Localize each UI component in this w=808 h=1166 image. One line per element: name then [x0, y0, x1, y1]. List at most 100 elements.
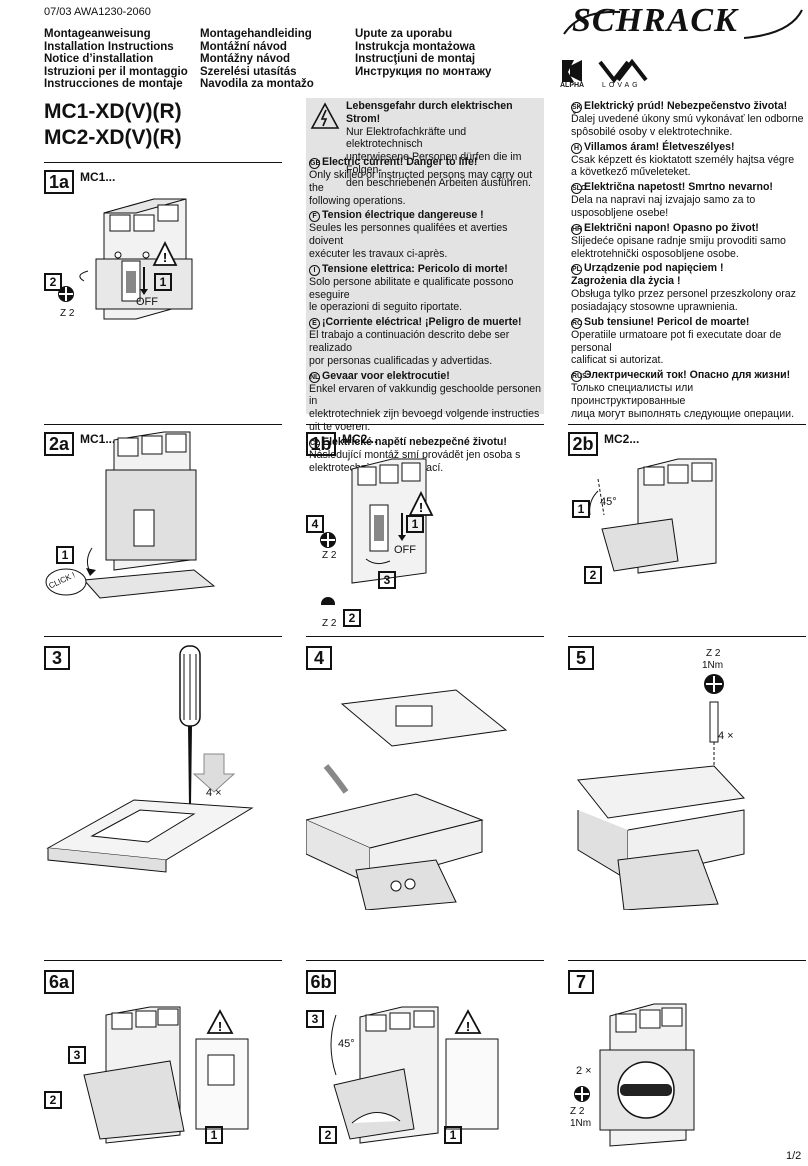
country-code-icon: RUS [571, 371, 587, 383]
step-3-badge: 3 [44, 646, 70, 670]
title-column-3: Upute za uporabu Instrukcja montażowa In… [355, 28, 491, 78]
step-2b-label: MC2... [604, 432, 640, 446]
warning-title: Villamos áram! Életveszélyes! [584, 140, 735, 153]
callout-2: 2 [44, 273, 62, 291]
warning-line: лица могут выполнять следующие операции. [571, 407, 795, 420]
callout-3: 3 [68, 1046, 86, 1064]
section-divider [306, 960, 544, 961]
svg-text:!: ! [218, 1019, 222, 1034]
warning-line: Ďalej uvedené úkony smú vykonávať len od… [571, 113, 804, 125]
callout-1: 1 [406, 515, 424, 533]
title-sk: Montážny návod [200, 53, 291, 66]
step-6b-badge: 6b [306, 970, 336, 994]
z2-label: Z 2 [322, 618, 337, 629]
document-reference: 07/03 AWA1230-2060 [44, 6, 151, 18]
country-code-icon: CZ [309, 437, 320, 449]
screwdriver-plate-figure [46, 645, 254, 873]
svg-text:!: ! [419, 500, 423, 515]
warning-line: Solo persone abilitate e qualificate pos… [309, 275, 514, 301]
warning-title: Tensione elettrica: Pericolo di morte! [322, 262, 508, 275]
title-ro: Instrucţiuni de montaj [355, 53, 476, 66]
warning-title: Elektrický prúd! Nebezpečenstvo života! [584, 100, 788, 112]
callout-1: 1 [572, 500, 590, 518]
warning-line: Only skilled or instructed persons may c… [309, 169, 533, 194]
callout-1: 1 [444, 1126, 462, 1144]
warning-line: following operations. [309, 194, 406, 207]
step-1a-badge: 1a [44, 170, 74, 194]
country-code-icon: RO [571, 317, 583, 329]
country-code-icon: I [309, 264, 320, 276]
warning-slo: SLOElektrična napetost! Smrtno nevarno! … [571, 181, 805, 220]
page-number: 1/2 [786, 1150, 802, 1162]
warning-line: spôsobilé osoby v elektrotechnike. [571, 125, 733, 138]
breaker-mc2-off-figure: ! [320, 458, 434, 605]
warning-title: ¡Corriente eléctrica! ¡Peligro de muerte… [322, 316, 522, 329]
warning-de-line: unterwiesene Personen dürfen die im Folg… [346, 151, 522, 176]
callout-1: 1 [205, 1126, 223, 1144]
warning-line: Slijedeće opisane radnje smiju provoditi… [571, 234, 786, 247]
country-code-icon: HR [571, 223, 583, 235]
alpha-label: ALPHA [560, 82, 585, 89]
warning-line: Obsługa tylko przez personel przeszkolon… [571, 288, 796, 301]
callout-3: 3 [378, 571, 396, 589]
breaker-mc2-cover-45deg-figure [589, 458, 717, 574]
model-mc1: MC1-XD(V)(R) [44, 100, 182, 123]
title-nl: Montagehandleiding [200, 28, 312, 40]
breaker-mc1-cover-open-figure [45, 431, 216, 599]
step-5-badge: 5 [568, 646, 594, 670]
times-label: 4 × [206, 787, 222, 799]
title-slo: Navodila za montažo [200, 78, 314, 91]
step-1b-label: MC2... [342, 432, 378, 446]
title-en: Installation Instructions [44, 40, 174, 53]
warning-line: Dela na napravi naj izvajajo samo za to [571, 194, 756, 207]
country-code-icon: GB [309, 158, 321, 169]
brand-name: SCHRACK [572, 2, 738, 39]
torque-label: 1Nm [570, 1118, 592, 1129]
section-divider [44, 636, 282, 637]
certification-logos: ALPHA LOVAG [560, 58, 680, 92]
warning-ru: RUSЭлектрический ток! Опасно для жизни! … [571, 369, 805, 420]
callout-2: 2 [343, 609, 361, 627]
warning-line: elektrotechniek zijn bevoegd volgende in… [309, 408, 540, 421]
warning-line: usposobljene osebe! [571, 206, 669, 219]
country-code-icon: PL [571, 264, 582, 276]
section-divider [306, 636, 544, 637]
z2-label: Z 2 [570, 1106, 585, 1117]
brand-logo: SCHRACK [560, 2, 804, 40]
model-mc2: MC2-XD(V)(R) [44, 126, 182, 149]
section-divider [44, 424, 282, 425]
step-2a-label: MC1... [80, 432, 116, 446]
title-column-1: Montageanweisung Installation Instructio… [44, 28, 188, 91]
z2-label: Z 2 [706, 648, 721, 659]
warning-title-2: Zagrożenia dla życia ! [571, 275, 681, 288]
breaker-mc1-off-figure: ! [58, 198, 193, 320]
warning-line: a következő műveleteket. [571, 166, 691, 179]
step-2b-badge: 2b [568, 432, 598, 456]
warning-title: Электрический ток! Опасно для жизни! [584, 369, 791, 382]
warning-box [306, 98, 544, 414]
warning-line: uit te voeren. [309, 420, 371, 433]
off-label: OFF [136, 296, 158, 308]
off-label: OFF [394, 544, 416, 556]
times-label: 2 × [576, 1065, 592, 1077]
callout-1: 1 [154, 273, 172, 291]
title-de: Montageanweisung [44, 28, 151, 40]
warning-line: Csak képzett és kioktatott személy hajts… [571, 153, 795, 166]
step-6a-badge: 6a [44, 970, 74, 994]
callout-3: 3 [306, 1010, 324, 1028]
warning-title: Electric current! Danger to life! [322, 156, 478, 168]
country-code-icon: H [571, 142, 582, 154]
breaker-mc1-close-cover-figure: ! [83, 1006, 249, 1144]
title-pl: Instrukcja montażowa [355, 40, 476, 53]
torque-label: 1Nm [702, 660, 724, 671]
country-code-icon: NL [309, 371, 320, 383]
country-code-icon: SLO [571, 183, 587, 195]
title-cz: Montážní návod [200, 40, 287, 53]
